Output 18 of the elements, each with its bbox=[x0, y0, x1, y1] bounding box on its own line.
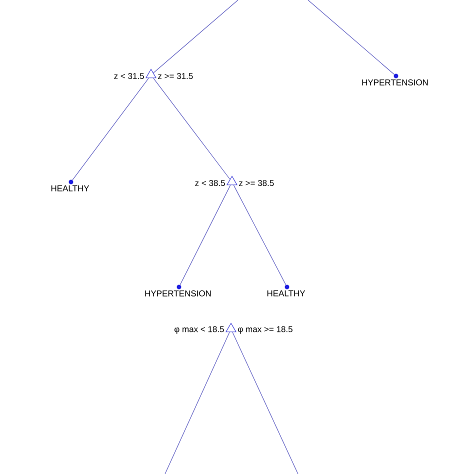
split-label: z < 38.5 bbox=[195, 180, 225, 186]
split-label: z < 31.5 bbox=[114, 73, 144, 79]
leaf-label: HYPERTENSION bbox=[145, 290, 211, 296]
branch-line bbox=[164, 332, 230, 474]
branch-line bbox=[308, 0, 394, 75]
leaf-label: HYPERTENSION bbox=[362, 79, 428, 86]
split-label: z >= 31.5 bbox=[158, 73, 193, 79]
branch-line bbox=[232, 332, 298, 474]
split-label: z >= 38.5 bbox=[239, 180, 274, 186]
split-label: φ max < 18.5 bbox=[174, 326, 224, 334]
branch-line bbox=[153, 78, 230, 180]
branch-line bbox=[233, 184, 286, 286]
split-label: φ max >= 18.5 bbox=[238, 326, 292, 334]
leaf-label: HEALTHY bbox=[267, 290, 306, 296]
branch-line bbox=[180, 184, 231, 286]
branch-line bbox=[153, 0, 238, 74]
leaf-label: HEALTHY bbox=[51, 185, 90, 192]
branch-line bbox=[72, 78, 149, 180]
